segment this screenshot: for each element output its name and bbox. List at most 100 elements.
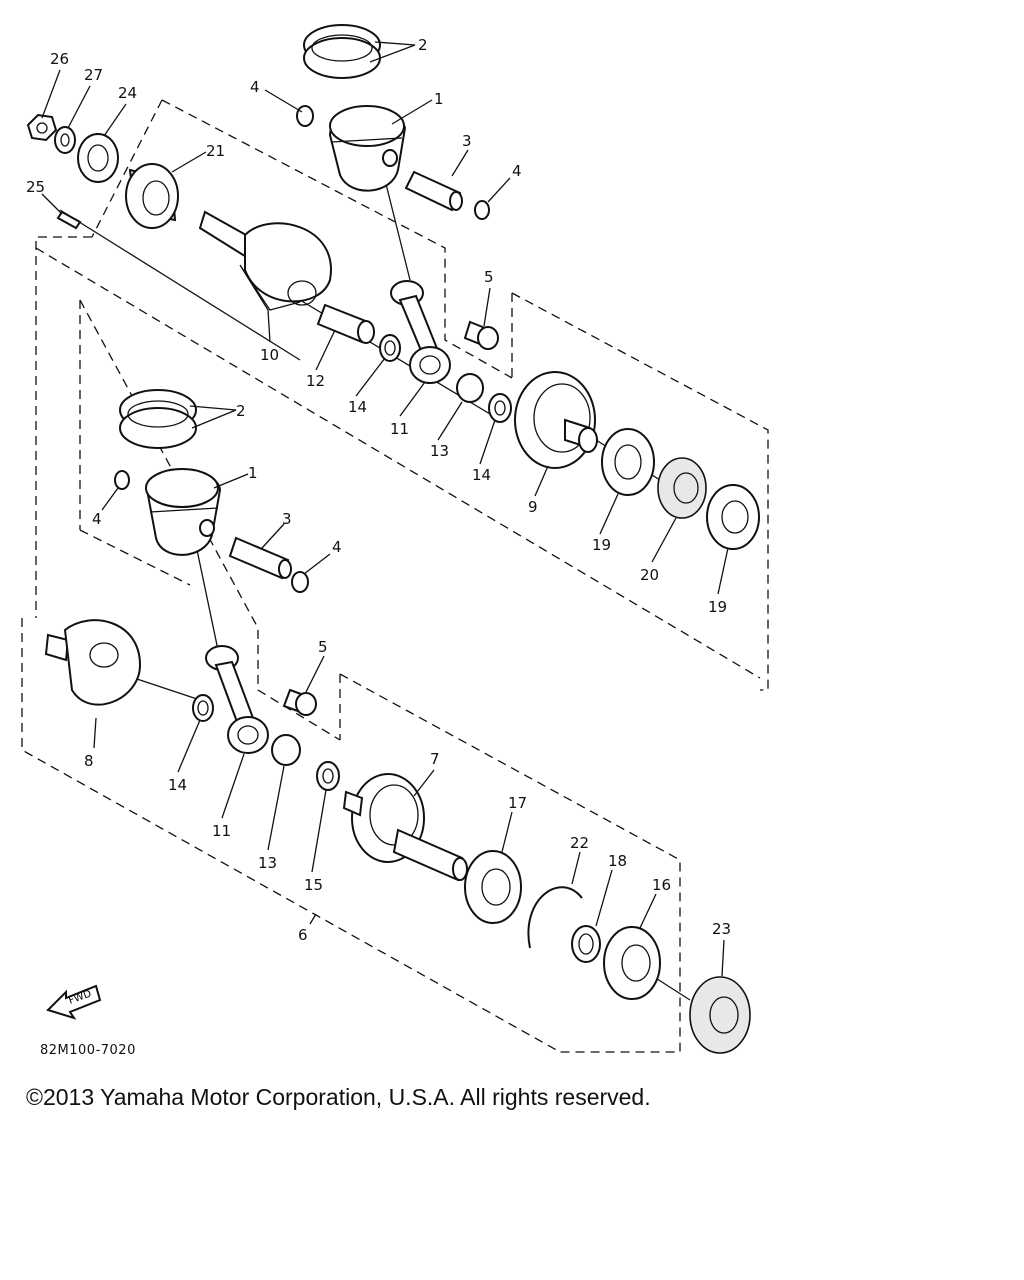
callout-number: 27 — [84, 66, 103, 84]
callout-number: 3 — [282, 510, 292, 528]
callout-8: 8 — [84, 717, 97, 770]
bearing-19-upper — [601, 428, 655, 496]
callout-1: 1 — [391, 90, 444, 125]
callout-4: 4 — [250, 78, 303, 113]
big-end-bearing-13-upper — [456, 373, 484, 403]
nut-26 — [26, 113, 58, 142]
callout-10: 10 — [239, 264, 301, 364]
leader-line — [717, 547, 729, 595]
callout-11: 11 — [390, 381, 426, 438]
callout-number: 16 — [652, 876, 671, 894]
callout-2: 2 — [189, 402, 246, 429]
leader-line — [501, 811, 513, 853]
callout-number: 4 — [332, 538, 342, 556]
washer-14-upper-left — [379, 334, 401, 362]
diagram-code: 82M100-7020 — [40, 1043, 136, 1058]
callout-4: 4 — [92, 487, 119, 528]
callout-18: 18 — [595, 852, 627, 927]
callout-3: 3 — [451, 132, 472, 177]
callout-number: 1 — [248, 464, 258, 482]
leader-line — [369, 41, 416, 63]
leader-line — [309, 913, 317, 925]
callout-number: 3 — [462, 132, 472, 150]
bearing-17 — [464, 850, 522, 924]
connecting-rod-11-upper — [390, 280, 451, 384]
callout-14: 14 — [348, 357, 386, 416]
shim-18 — [571, 925, 601, 963]
leader-line — [261, 523, 285, 549]
piston-rings-lower — [119, 389, 197, 449]
small-end-bearing-5-lower — [282, 688, 317, 716]
callout-number: 8 — [84, 752, 94, 770]
assembly-outline-crankshaft — [35, 236, 769, 691]
copyright-notice: ©2013 Yamaha Motor Corporation, U.S.A. A… — [26, 1084, 651, 1110]
leader-line — [315, 329, 336, 371]
oil-seal-24 — [77, 133, 119, 183]
leader-line — [189, 405, 237, 429]
leader-line — [721, 939, 725, 977]
assembly-outline-lower-piston — [79, 299, 681, 1053]
callout-number: 11 — [390, 420, 409, 438]
callout-1: 1 — [213, 464, 258, 489]
leader-line — [213, 473, 249, 489]
connecting-rod-11-lower — [205, 645, 269, 754]
leader-line — [264, 89, 303, 113]
callout-number: 18 — [608, 852, 627, 870]
callout-number: 17 — [508, 794, 527, 812]
piston-lower — [145, 468, 222, 556]
leader-line — [41, 193, 63, 215]
callout-17: 17 — [501, 794, 527, 853]
leader-line — [67, 85, 91, 129]
washer-15 — [316, 761, 340, 791]
callout-6: 6 — [298, 913, 317, 944]
crank-web-10 — [198, 210, 332, 306]
circlip-22 — [527, 886, 583, 949]
callout-12: 12 — [306, 329, 336, 390]
callout-number: 2 — [418, 36, 428, 54]
leader-line — [487, 177, 511, 203]
callout-number: 25 — [26, 178, 45, 196]
callout-7: 7 — [413, 750, 440, 797]
callout-14: 14 — [168, 719, 201, 794]
alignment-lines — [49, 159, 701, 1001]
washer-14-upper-right — [488, 393, 512, 423]
callout-number: 14 — [472, 466, 491, 484]
callout-number: 5 — [484, 268, 494, 286]
callout-number: 10 — [260, 346, 279, 364]
callout-number: 1 — [434, 90, 444, 108]
leader-line — [437, 401, 463, 441]
leader-line — [483, 287, 491, 327]
callout-23: 23 — [712, 920, 731, 977]
leader-line — [413, 769, 435, 797]
leader-line — [303, 553, 331, 575]
leader-line — [101, 487, 119, 511]
piston-pin-lower — [228, 536, 292, 580]
crank-web-7 — [342, 773, 468, 882]
callout-22: 22 — [570, 834, 589, 885]
callout-number: 14 — [168, 776, 187, 794]
callout-number: 2 — [236, 402, 246, 420]
callout-4: 4 — [303, 538, 342, 575]
piston-pin-clip-lower-left — [114, 470, 130, 490]
callout-19: 19 — [708, 547, 729, 616]
piston-upper — [328, 105, 407, 192]
callout-19: 19 — [592, 493, 619, 554]
callout-9: 9 — [528, 465, 549, 516]
callout-number: 12 — [306, 372, 325, 390]
key-25 — [56, 210, 82, 230]
bearing-16 — [603, 926, 661, 1000]
callout-16: 16 — [639, 876, 671, 929]
callout-24: 24 — [103, 84, 137, 137]
callout-number: 7 — [430, 750, 440, 768]
callout-14: 14 — [472, 419, 496, 484]
callout-number: 26 — [50, 50, 69, 68]
callout-number: 4 — [92, 510, 102, 528]
leader-line — [599, 493, 619, 535]
leader-line — [93, 717, 97, 749]
callout-number: 5 — [318, 638, 328, 656]
callout-26: 26 — [41, 50, 69, 119]
leader-line — [355, 357, 386, 397]
callout-number: 22 — [570, 834, 589, 852]
big-end-bearing-13-lower — [271, 734, 301, 766]
